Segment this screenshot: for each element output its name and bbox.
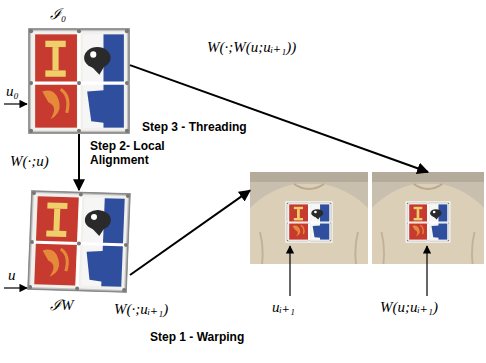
video-frame-region: uᵢ₊₁ xyxy=(250,172,368,264)
pointer-arrow xyxy=(426,246,427,296)
video-frame xyxy=(250,172,368,264)
edge-label: W(·;W(u;uᵢ₊₁)) xyxy=(205,38,298,56)
warped-template-image xyxy=(27,190,131,293)
node-heading: uᵢ₊₁ xyxy=(272,298,295,316)
node-heading: ℐW xyxy=(50,296,74,314)
step-label: Step 2- Local Alignment xyxy=(88,139,184,167)
node-heading: W(u;uᵢ₊₁) xyxy=(380,298,438,316)
edge-label: W(·;u) xyxy=(8,152,51,170)
edge-label: W(·;uᵢ₊₁) xyxy=(112,300,170,318)
step-label: Step 1 - Warping xyxy=(148,330,246,344)
pointer-arrow xyxy=(4,103,27,104)
warped-template-frame: ℐW xyxy=(28,190,130,290)
node-heading: ℐ₀ xyxy=(50,5,66,23)
pointer-arrow xyxy=(289,246,290,296)
arrow-connector xyxy=(78,134,80,190)
video-frame-region: W(u;uᵢ₊₁) xyxy=(372,172,484,264)
step-label: Step 3 - Threading xyxy=(140,120,249,134)
template-image xyxy=(28,28,130,134)
vector-label: u₀ xyxy=(4,82,21,100)
arrow-connector xyxy=(130,190,250,275)
video-frame xyxy=(372,172,484,264)
template-frame: ℐ₀ xyxy=(28,28,130,134)
pointer-arrow xyxy=(4,287,27,288)
vector-label: u xyxy=(6,266,18,284)
